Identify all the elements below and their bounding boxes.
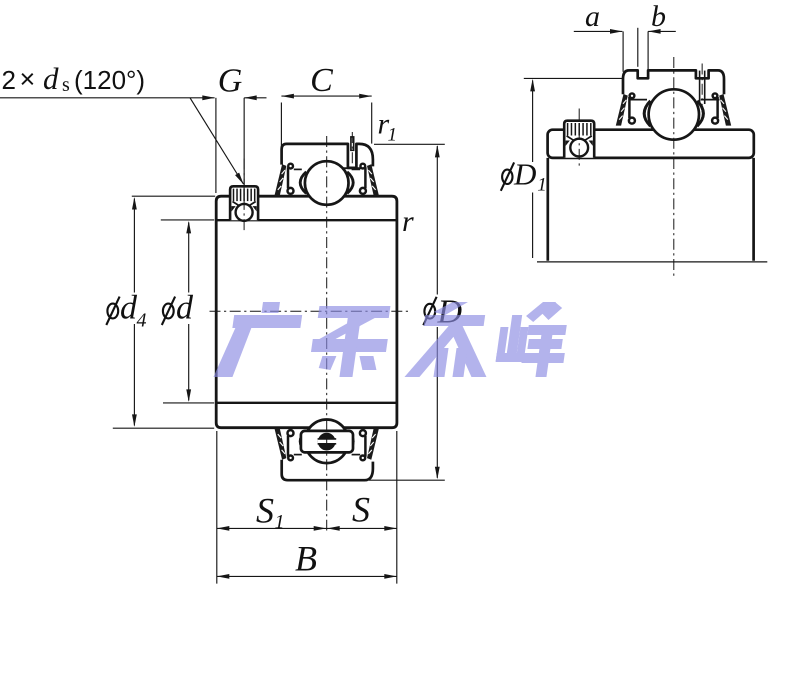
svg-text:B: B: [295, 539, 317, 579]
svg-text:1: 1: [388, 125, 398, 146]
svg-text:4: 4: [137, 310, 147, 332]
svg-text:b: b: [651, 0, 666, 33]
svg-text:G: G: [218, 63, 243, 100]
svg-text:r: r: [402, 205, 414, 238]
svg-text:r: r: [378, 108, 390, 141]
svg-text:(120°): (120°): [74, 65, 145, 95]
svg-text:×: ×: [20, 64, 36, 94]
svg-text:S: S: [352, 490, 370, 530]
svg-text:d: d: [43, 61, 59, 96]
svg-text:D: D: [513, 157, 536, 192]
svg-text:C: C: [310, 62, 333, 99]
svg-text:d: d: [176, 290, 194, 327]
svg-text:s: s: [62, 74, 70, 96]
svg-text:S: S: [256, 491, 274, 531]
svg-text:2: 2: [2, 65, 16, 95]
svg-text:a: a: [585, 0, 600, 33]
svg-text:1: 1: [275, 511, 285, 533]
svg-text:d: d: [120, 290, 138, 327]
svg-text:1: 1: [537, 175, 547, 196]
